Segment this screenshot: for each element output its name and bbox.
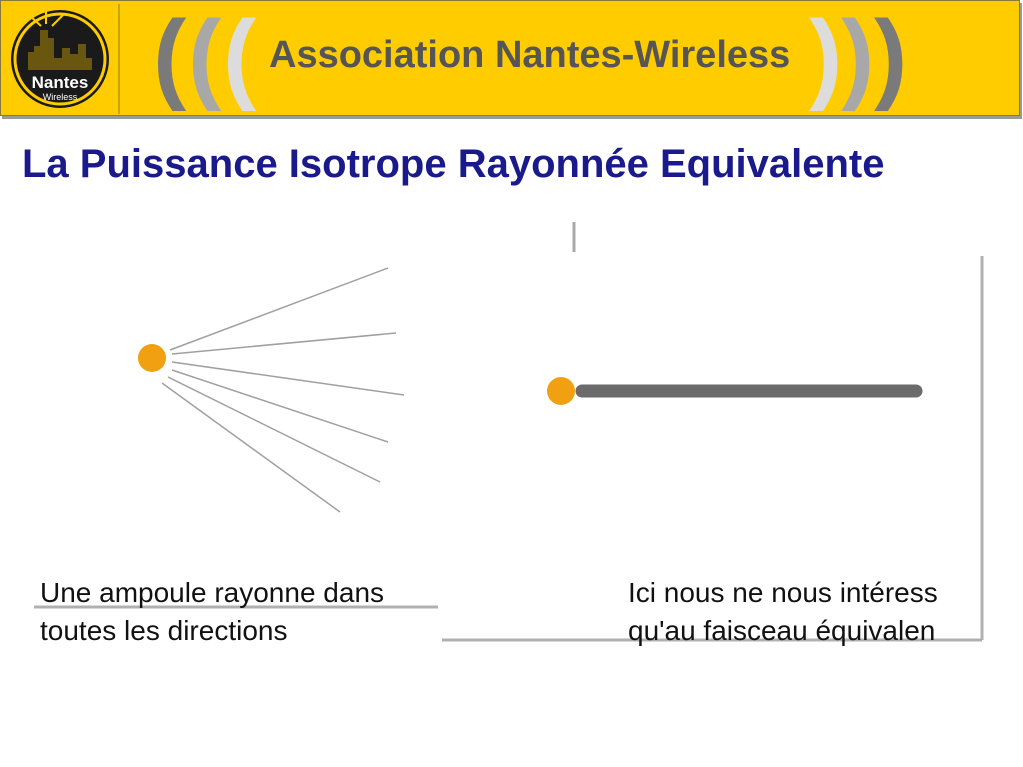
ray: [171, 369, 389, 443]
left-caption-line2: toutes les directions: [40, 615, 288, 646]
ray: [167, 376, 381, 483]
beam-source-dot: [547, 377, 575, 405]
right-caption: Ici nous ne nous intéress qu'au faisceau…: [628, 574, 1023, 650]
ray: [169, 267, 389, 351]
close-paren-middle: ): [841, 0, 875, 112]
close-paren-outer: ): [874, 0, 908, 112]
right-caption-line1: Ici nous ne nous intéress: [628, 577, 938, 608]
ray: [171, 332, 397, 355]
slide-title: La Puissance Isotrope Rayonnée Equivalen…: [22, 142, 885, 186]
left-caption-line1: Une ampoule rayonne dans: [40, 577, 385, 608]
logo: Nantes Wireless: [4, 4, 120, 114]
logo-line1: Nantes: [32, 73, 89, 92]
open-paren-middle: (: [188, 0, 222, 112]
bulb-source-dot: [138, 344, 166, 372]
lighthouse-logo-icon: Nantes Wireless: [11, 10, 109, 108]
header-banner: Nantes Wireless ( ( ( Association Nantes…: [0, 0, 1020, 116]
banner-title: Association Nantes-Wireless: [269, 34, 791, 76]
close-paren-inner: ): [809, 0, 843, 112]
ray: [171, 361, 405, 396]
right-caption-line2: qu'au faisceau équivalen: [628, 615, 936, 646]
ray: [161, 382, 341, 513]
left-caption: Une ampoule rayonne dans toutes les dire…: [40, 574, 500, 650]
logo-line2: Wireless: [43, 92, 78, 102]
open-paren-inner: (: [223, 0, 257, 112]
isotropic-rays: [161, 267, 405, 513]
open-paren-outer: (: [153, 0, 187, 112]
